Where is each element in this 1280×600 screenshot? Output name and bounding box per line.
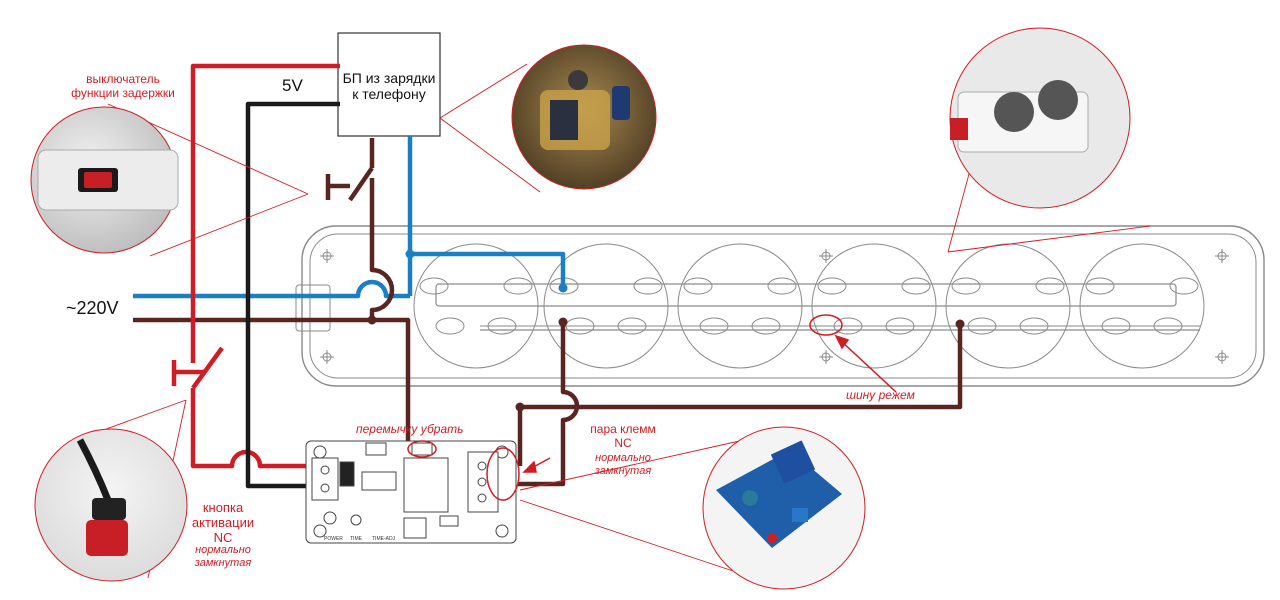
junction-dots <box>367 249 965 412</box>
photo-charger <box>511 44 657 190</box>
jumper-marker <box>407 440 437 458</box>
socket-6 <box>1079 243 1205 369</box>
activation-button-symbol <box>171 346 224 390</box>
wire-switch <box>369 138 395 320</box>
wire-brown-cut <box>517 324 963 466</box>
nc-terminal-marker <box>486 447 520 501</box>
wire-blue-bus <box>410 251 566 288</box>
mains-label: ~220V <box>66 298 119 318</box>
power-supply-box <box>337 32 441 137</box>
cut-bus-label: шину режем <box>846 388 915 402</box>
wire-red-btn <box>190 388 322 469</box>
relay-board-outline <box>305 440 517 544</box>
socket-3 <box>677 243 803 369</box>
mount-crosses <box>320 249 1229 364</box>
annotation-arrows <box>522 334 897 473</box>
relay-board-silkscreen: POWER TIME TIME-ADJ <box>324 536 396 542</box>
wire-red <box>190 63 340 363</box>
voltage-label: 5V <box>282 76 303 95</box>
socket-1 <box>413 243 539 369</box>
wires <box>133 63 963 491</box>
remove-jumper-label: перемычку убрать <box>356 422 464 436</box>
photo-relay-module <box>702 426 866 590</box>
socket-4 <box>811 243 937 369</box>
silk-label: TIME-ADJ <box>372 536 396 542</box>
socket-row <box>413 243 1205 369</box>
silk-label: POWER <box>324 536 343 542</box>
delay-switch-symbol <box>325 166 374 202</box>
photo-rocker-switch <box>30 106 179 254</box>
bus-cut-marker <box>809 314 843 336</box>
wire-blue <box>133 279 410 299</box>
activation-button-label: кнопка активации NC <box>191 500 255 545</box>
wire-black <box>245 101 340 489</box>
power-strip-outline <box>295 225 1265 387</box>
silk-label: TIME <box>350 536 363 542</box>
photo-push-button <box>34 428 188 582</box>
photo-strip-switch <box>949 27 1131 209</box>
